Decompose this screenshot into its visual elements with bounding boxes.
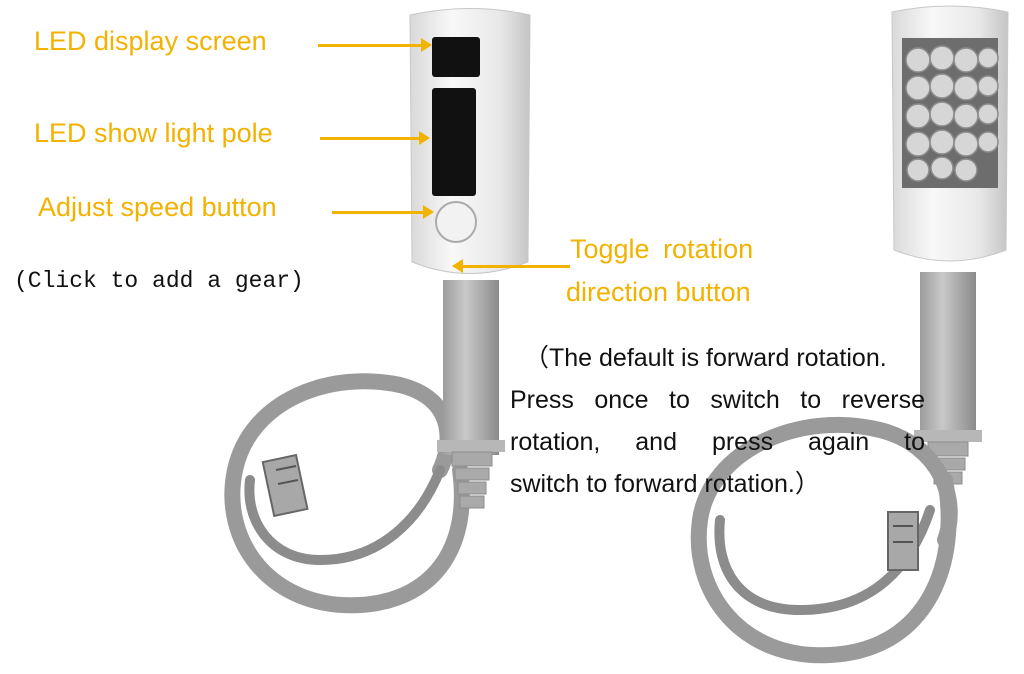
- arrow-led-display: [318, 38, 432, 52]
- strain-relief-left: [451, 451, 493, 509]
- note-line-1: （The default is forward rotation.: [524, 344, 887, 372]
- arrow-toggle-button: [452, 259, 570, 273]
- cable-connector-right: [887, 511, 919, 571]
- cable-coil-left: [224, 373, 470, 614]
- label-led-pole: LED show light pole: [34, 118, 273, 148]
- arrow-led-pole: [320, 131, 430, 145]
- handle-pole-right: [920, 272, 976, 442]
- note-line-3: rotation, and press again to: [510, 428, 925, 456]
- default-rotation-note: （The default is forward rotation. Press …: [510, 337, 925, 505]
- label-led-display: LED display screen: [34, 26, 267, 56]
- led-display-screen: [432, 37, 480, 77]
- gear-stack: [905, 45, 999, 182]
- note-line-4: switch to forward rotation.）: [510, 470, 820, 498]
- label-speed-button: Adjust speed button: [38, 192, 277, 222]
- arrow-speed-button: [332, 205, 434, 219]
- cable-connector-left: [261, 453, 309, 518]
- note-line-2: Press once to switch to reverse: [510, 386, 925, 414]
- handle-pole-left: [443, 280, 499, 455]
- led-light-pole: [432, 88, 476, 196]
- label-toggle-line1: Toggle rotation: [570, 234, 754, 264]
- pole-ring-left: [437, 440, 505, 452]
- gear-note: (Click to add a gear): [14, 268, 304, 294]
- label-toggle-line2: direction button: [566, 277, 751, 307]
- pole-ring-right: [914, 430, 982, 442]
- speed-button[interactable]: [435, 201, 477, 243]
